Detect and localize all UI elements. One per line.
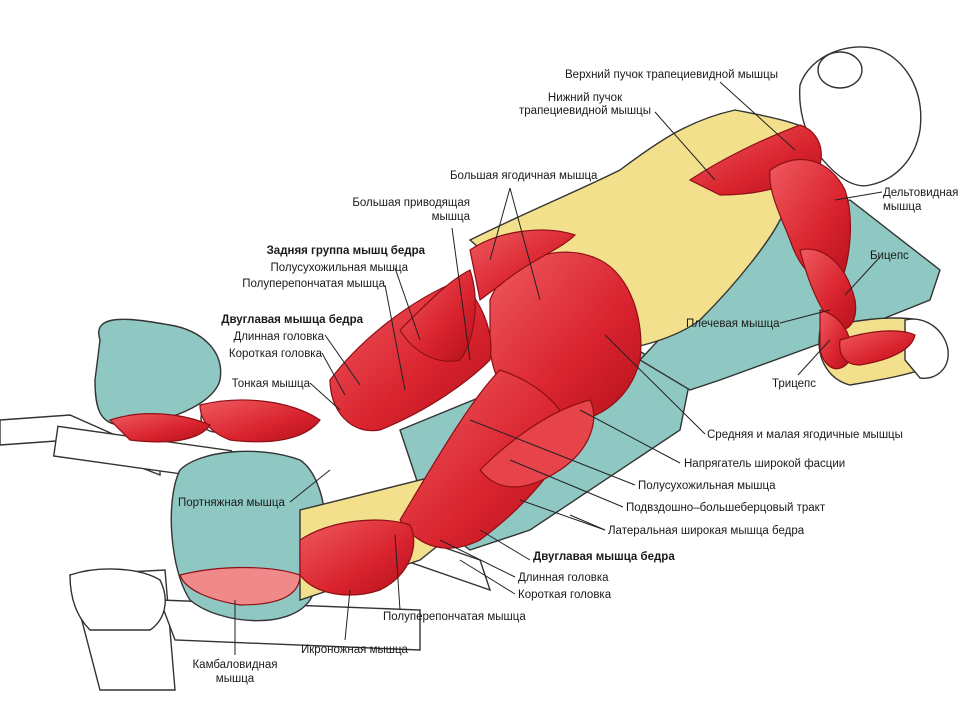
leader-short-head-top (321, 352, 346, 396)
leader-gluteus-maximus-a (489, 187, 511, 261)
label-semimembranosus-top: Полуперепончатая мышца (242, 278, 385, 290)
label-short-head-bot: Короткая головка (518, 589, 612, 601)
label-soleus-2: мышца (215, 673, 255, 685)
leader-iliotibial (509, 459, 624, 508)
label-biceps-femoris-top: Двуглавая мышца бедра (221, 314, 363, 326)
forearm-muscle (839, 330, 916, 366)
label-lower-trapezius-1: Нижний пучок (547, 92, 623, 104)
label-long-head-top: Длинная головка (233, 331, 324, 343)
label-deltoid-2: мышца (883, 201, 922, 213)
label-biceps: Бицепс (870, 250, 909, 262)
leader-vastus-lateralis-a (519, 499, 606, 531)
leader-brachialis (779, 309, 831, 324)
gluteus-upper-muscle (469, 229, 577, 302)
label-short-head-top: Короткая головка (228, 348, 322, 360)
hair-bun (817, 51, 863, 89)
soleus-muscle (179, 566, 301, 606)
leader-upper-trapezius (719, 81, 796, 151)
leader-long-head-top (324, 334, 361, 386)
foot (69, 568, 166, 631)
gastrocnemius-muscle (299, 519, 415, 596)
muscles (108, 124, 916, 606)
label-semitendinosus-top: Полусухожильная мышца (270, 262, 409, 274)
label-long-head-bot: Длинная головка (518, 572, 609, 584)
label-sartorius: Портняжная мышца (178, 497, 285, 509)
biceps-muscle (799, 248, 857, 331)
adductor-muscle (399, 269, 476, 362)
label-semimembranosus-bot: Полуперепончатая мышца (383, 611, 526, 623)
label-iliotibial: Подвздошно–большеберцовый тракт (626, 502, 826, 514)
label-upper-trapezius: Верхний пучок трапециевидной мышцы (565, 69, 779, 81)
label-vastus-lateralis: Латеральная широкая мышца бедра (608, 525, 805, 537)
leader-semimembranosus-bot (394, 534, 401, 611)
label-adductor-magnus-1: Большая приводящая (352, 197, 470, 209)
leader-long-head-bot (439, 539, 516, 578)
calf-upper-muscle (108, 413, 211, 443)
leader-triceps (797, 339, 831, 376)
vastus-lateralis-muscle (479, 399, 595, 488)
label-deltoid-1: Дельтовидная (883, 187, 959, 199)
leader-vastus-lateralis-b (569, 514, 606, 531)
leader-lines (234, 81, 883, 655)
hand (904, 318, 949, 379)
gracilis-muscle (199, 399, 321, 443)
leader-semitendinosus-top (394, 267, 421, 341)
label-gastrocnemius: Икроножная мышца (301, 644, 408, 656)
label-lower-trapezius-2: трапециевидной мышцы (519, 105, 651, 117)
roller-pad-top (94, 318, 222, 426)
label-hamstrings-top: Задняя группа мышц бедра (266, 245, 425, 257)
label-triceps: Трицепс (772, 378, 817, 390)
label-gracilis: Тонкая мышца (231, 378, 310, 390)
leader-tensor-fasciae (579, 409, 681, 464)
machine-frame-left (0, 414, 161, 477)
label-gluteus-maximus: Большая ягодичная мышца (450, 170, 598, 182)
leader-semimembranosus-top (384, 284, 406, 391)
label-semitendinosus-bot: Полусухожильная мышца (638, 480, 776, 492)
leader-biceps-femoris-bot (479, 529, 531, 561)
label-biceps-femoris-bot: Двуглавая мышца бедра (533, 551, 675, 563)
label-tensor-fasciae: Напрягатель широкой фасции (684, 458, 846, 470)
leader-gastrocnemius (344, 589, 351, 641)
label-gluteus-med-min: Средняя и малая ягодичные мышцы (707, 429, 903, 441)
leader-lower-trapezius (654, 111, 716, 181)
leader-sartorius (289, 469, 331, 503)
label-soleus-1: Камбаловидная (192, 659, 278, 671)
leader-gracilis (309, 382, 341, 411)
leader-semitendinosus-bot (469, 419, 636, 486)
label-brachialis: Плечевая мышца (686, 318, 780, 330)
leader-gluteus-med-min (604, 334, 706, 435)
label-adductor-magnus-2: мышца (431, 211, 470, 223)
leader-biceps (844, 256, 881, 296)
leader-gluteus-maximus-b (509, 187, 541, 301)
leader-adductor (451, 227, 471, 361)
leader-short-head-bot (459, 559, 516, 595)
leader-deltoid (834, 191, 883, 201)
